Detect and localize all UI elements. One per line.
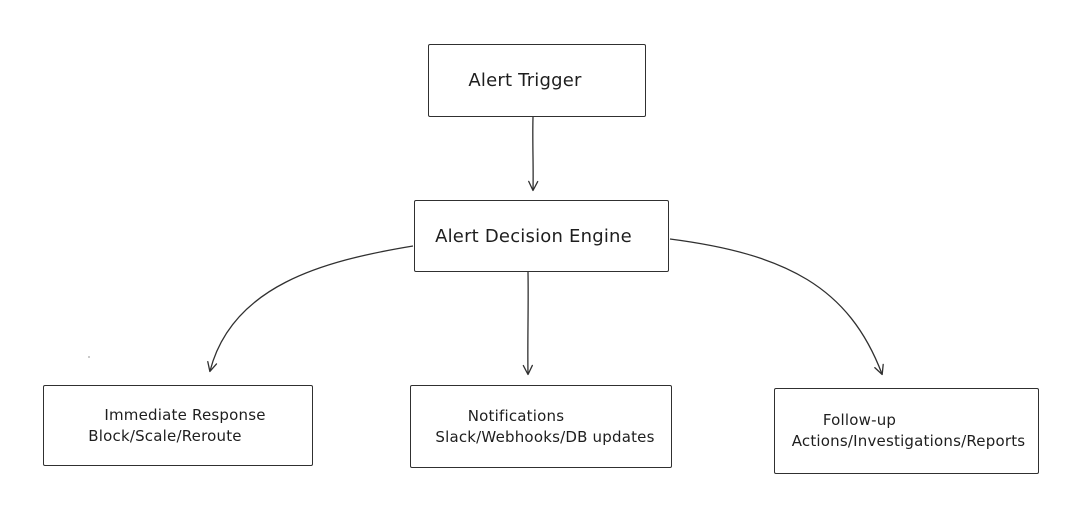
node-alert-trigger: Alert Trigger [428,44,646,117]
node-immediate-response: Immediate Response Block/Scale/Reroute [43,385,313,466]
edge-engine-to-immediate-arrow [207,245,414,373]
node-follow-up-detail: Actions/Investigations/Reports [791,432,1026,450]
node-notifications: Notifications Slack/Webhooks/DB updates [410,385,672,468]
stray-dot [88,356,90,358]
node-immediate-response-detail: Block/Scale/Reroute [88,426,242,445]
edge-engine-to-followup-arrow [669,238,884,376]
node-alert-decision-engine: Alert Decision Engine [414,200,669,272]
node-notifications-title: Notifications [467,406,565,425]
node-immediate-response-title: Immediate Response [104,405,266,424]
node-alert-trigger-label: Alert Trigger [468,70,582,91]
node-follow-up-title: Follow-up [822,411,897,429]
node-follow-up: Follow-up Actions/Investigations/Reports [774,388,1039,474]
node-notifications-detail: Slack/Webhooks/DB updates [435,427,655,446]
node-alert-decision-engine-label: Alert Decision Engine [435,225,632,247]
